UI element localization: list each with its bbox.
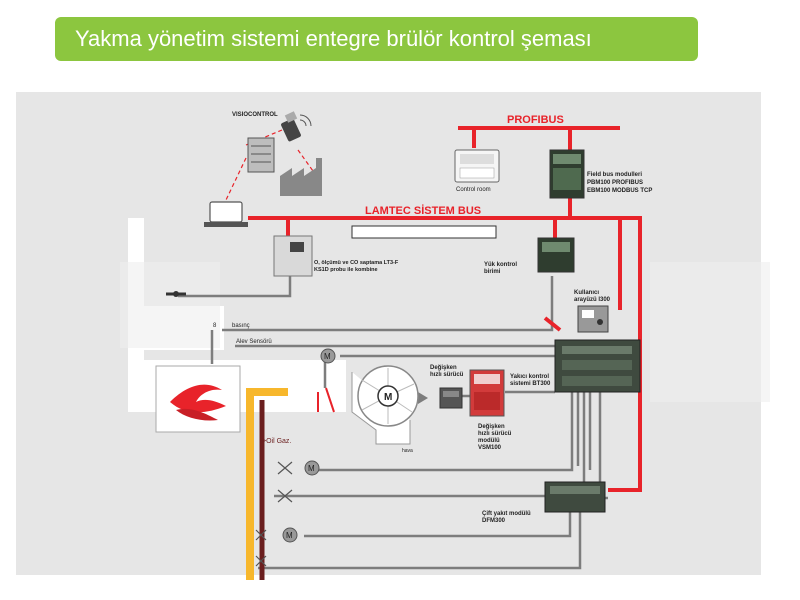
fan-note: hava [402,448,413,454]
o2-analyzer-box [273,235,313,277]
o2-probe [166,291,186,297]
vs-driver-label-1: Değişken [430,365,457,371]
page-title: Yakma yönetim sistemi entegre brülör kon… [75,26,592,51]
motor-oil-label: M [286,531,293,540]
signal-wires [178,268,608,570]
oil-valve-1 [255,529,267,541]
motor-gas [304,460,320,476]
control-room-panel [454,149,500,183]
fieldbus-module [549,149,585,199]
dfm-label-1: Çift yakıt modülü [482,511,531,517]
visiocontrol-label: VISIOCONTROL [232,112,278,118]
vsm-label-1: Değişken [478,424,505,430]
load-label-1: Yük kontrol [484,262,517,268]
arrow-icon [418,392,428,404]
vsm100-module [469,369,505,417]
vsm-label-2: hızlı sürücü [478,431,512,437]
wifi-icon [299,114,312,127]
load-control-module [537,237,575,273]
user-interface-i300 [577,305,609,333]
title-banner: Yakma yönetim sistemi entegre brülör kon… [55,17,698,61]
server-icon [247,137,275,173]
bt300-label-2: sistemi BT300 [510,381,551,387]
gas-valve-2 [277,489,293,503]
air-damper [317,387,335,413]
fan-icon [351,365,419,445]
pressure-label: basınç [232,323,250,329]
bus-label-box [351,225,497,239]
user-label-1: Kullanıcı [574,290,599,296]
bt300-controller [554,339,641,393]
motor-top-label: M [324,352,331,361]
vsm-label-3: modülü [478,438,500,444]
factory-icon [280,158,322,196]
fieldbus-label-3: EBM100 MODBUS TCP [587,188,652,194]
burner-box [155,365,241,433]
flame-sensor-label: Alev Sensörü [236,339,272,345]
o2-label-2: KS1D probu ile kombine [314,267,378,273]
motor-oil [282,527,298,543]
fan-motor-label: M [384,392,392,403]
oil-valve-2 [255,555,267,567]
bt300-label-1: Yakıcı kontrol [510,374,549,380]
vs-driver-label-2: hızlı sürücü [430,372,464,378]
laptop-icon [204,201,248,227]
vs-driver-box [439,387,463,409]
mobile-device-icon [281,111,301,142]
gas-valve-1 [277,461,293,475]
o2-label-1: O, ölçümü ve CO saptama LT3-F [314,260,399,266]
vsm-label-4: VSM100 [478,445,502,451]
control-room-label: Control room [456,187,491,193]
oil-gas-label: >Oil Gaz. [262,438,291,445]
profibus-label: PROFIBUS [507,114,564,126]
pressure-prefix: 8 [213,323,217,329]
dfm-label-2: DFM300 [482,518,506,524]
dfm300-module [544,481,606,513]
user-label-2: arayüzü I300 [574,297,611,303]
motor-gas-label: M [308,464,315,473]
fieldbus-label-1: Field bus modulleri [587,172,642,178]
motor-top [320,348,336,364]
fieldbus-label-2: PBM100 PROFIBUS [587,180,643,186]
lamtec-bus-label: LAMTEC SİSTEM BUS [365,204,481,217]
fuel-lines [246,388,288,580]
load-label-2: birimi [484,269,501,275]
